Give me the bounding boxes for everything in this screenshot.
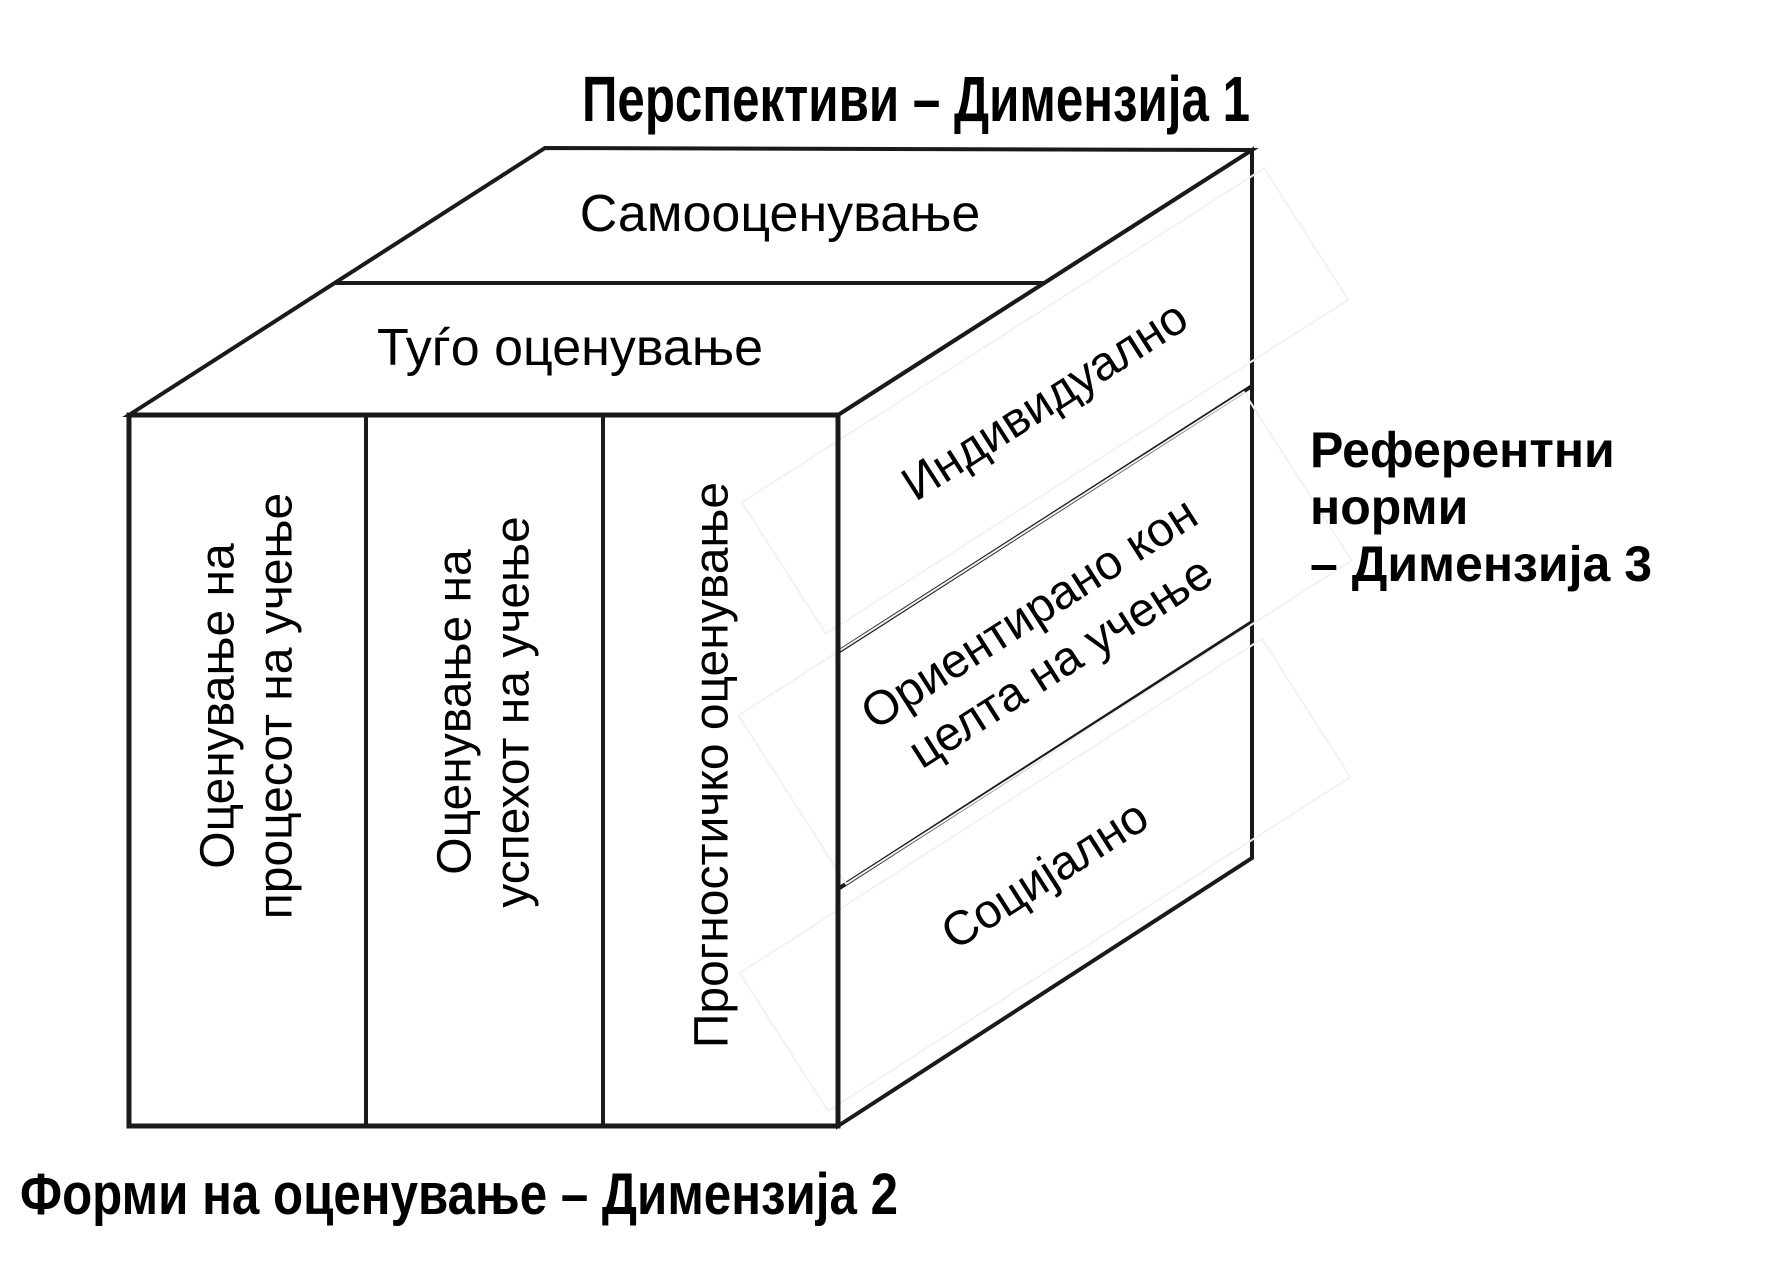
dimension3-label-line3: – Димензија 3 [1310, 536, 1652, 592]
front-column-process-label-line2: процесот на учење [250, 493, 303, 919]
dimension3-label: Референтни норми – Димензија 3 [1310, 422, 1652, 592]
side-band-individual-box [740, 166, 1350, 636]
front-face-shape [126, 412, 841, 1129]
front-column-process-label-line1: Оценување на [192, 543, 245, 869]
front-column-success: Оценување на успехот на учење [429, 516, 540, 907]
side-band-goal-oriented-box [737, 390, 1353, 886]
front-column-success-label-line2: успехот на учење [487, 516, 540, 907]
cube-top-face: Самооценување Туѓо оценување [122, 145, 1259, 417]
front-column-prognostic-label: Прогностичко оценување [686, 482, 739, 1048]
dimension3-label-line2: норми [1310, 479, 1468, 535]
front-column-success-label-line1: Оценување на [429, 549, 482, 875]
dimension3-label-line1: Референтни [1310, 422, 1615, 478]
top-band-self-assessment-label: Самооценување [580, 185, 981, 243]
top-band-other-assessment-label: Туѓо оценување [377, 319, 763, 377]
dimension2-label: Форми на оценување – Димензија 2 [20, 1162, 898, 1227]
front-column-process: Оценување на процесот на учење [192, 493, 303, 919]
dimension1-title: Перспективи – Димензија 1 [582, 63, 1250, 135]
side-band-social-box [738, 637, 1352, 1113]
cube-front-face: Оценување на процесот на учење Оценување… [126, 412, 841, 1129]
front-column-prognostic: Прогностичко оценување [686, 482, 739, 1048]
